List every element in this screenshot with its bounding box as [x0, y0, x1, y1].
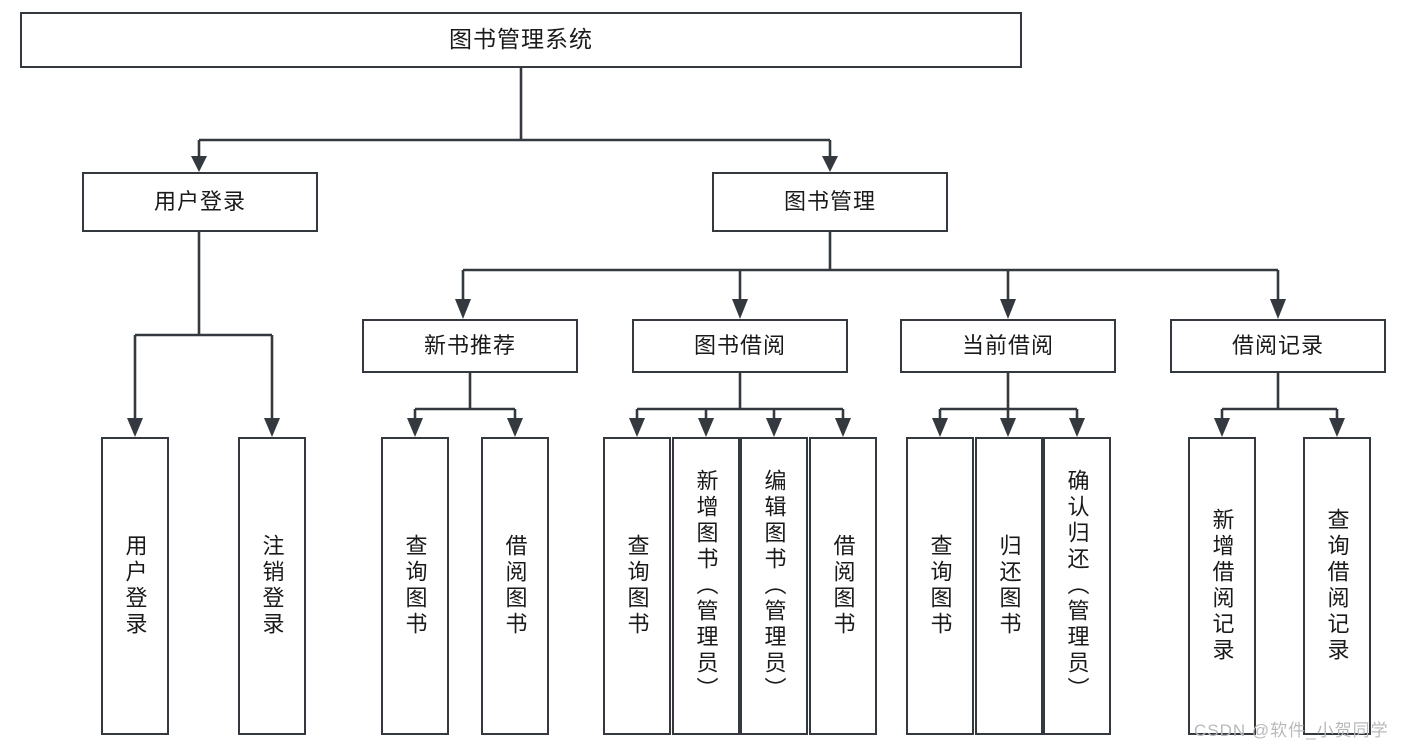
arrowhead-borrow-records-leaf-2: [1329, 418, 1345, 437]
leaf-label: 查询图书: [624, 534, 650, 638]
arrowhead-book-borrow-leaf-4: [835, 418, 851, 437]
leaf-current-borrow-query-book[interactable]: 查询图书: [906, 437, 974, 735]
arrowhead-current-borrow-leaf-3: [1069, 418, 1085, 437]
node-new-book-recommend[interactable]: 新书推荐: [362, 319, 578, 373]
node-root-book-management-system[interactable]: 图书管理系统: [20, 12, 1022, 68]
arrowhead-level3-3: [1000, 299, 1016, 319]
leaf-book-borrow-add-book-admin[interactable]: 新增图书（管理员）: [672, 437, 740, 735]
leaf-current-borrow-confirm-return-admin[interactable]: 确认归还（管理员）: [1043, 437, 1111, 735]
node-current-borrow[interactable]: 当前借阅: [900, 319, 1116, 373]
leaf-label: 查询借阅记录: [1324, 508, 1350, 664]
leaf-new-book-borrow-book[interactable]: 借阅图书: [481, 437, 549, 735]
leaf-label: 确认归还（管理员）: [1064, 469, 1090, 703]
arrowhead-book-borrow-leaf-3: [766, 418, 782, 437]
leaf-label: 借阅图书: [830, 534, 856, 638]
leaf-borrow-records-query-record[interactable]: 查询借阅记录: [1303, 437, 1371, 735]
leaf-label: 用户登录: [122, 534, 148, 638]
arrowhead-user-login: [191, 156, 207, 172]
arrowhead-level3-1: [455, 299, 471, 319]
leaf-borrow-records-add-record[interactable]: 新增借阅记录: [1188, 437, 1256, 735]
arrowhead-borrow-records-leaf-1: [1214, 418, 1230, 437]
leaf-label: 新增借阅记录: [1209, 508, 1235, 664]
leaf-user-login-login[interactable]: 用户登录: [101, 437, 169, 735]
arrowhead-level3-2: [732, 299, 748, 319]
leaf-label: 归还图书: [996, 534, 1022, 638]
arrowhead-user-login-leaf-1: [127, 418, 143, 437]
arrowhead-new-book-leaf-2: [507, 418, 523, 437]
leaf-book-borrow-borrow-book[interactable]: 借阅图书: [809, 437, 877, 735]
leaf-label: 借阅图书: [502, 534, 528, 638]
node-book-management[interactable]: 图书管理: [712, 172, 948, 232]
leaf-label: 注销登录: [259, 534, 285, 638]
leaf-current-borrow-return-book[interactable]: 归还图书: [975, 437, 1043, 735]
arrowhead-current-borrow-leaf-2: [1000, 418, 1016, 437]
node-borrow-records[interactable]: 借阅记录: [1170, 319, 1386, 373]
arrowhead-user-login-leaf-2: [264, 418, 280, 437]
leaf-label: 编辑图书（管理员）: [761, 469, 787, 703]
leaf-book-borrow-edit-book-admin[interactable]: 编辑图书（管理员）: [740, 437, 808, 735]
arrowhead-book-borrow-leaf-1: [629, 418, 645, 437]
leaf-user-login-logout[interactable]: 注销登录: [238, 437, 306, 735]
leaf-label: 查询图书: [402, 534, 428, 638]
arrowhead-book-mgmt: [822, 156, 838, 172]
arrowhead-book-borrow-leaf-2: [698, 418, 714, 437]
node-user-login[interactable]: 用户登录: [82, 172, 318, 232]
node-book-borrow[interactable]: 图书借阅: [632, 319, 848, 373]
leaf-label: 新增图书（管理员）: [693, 469, 719, 703]
arrowhead-level3-4: [1270, 299, 1286, 319]
leaf-new-book-query-book[interactable]: 查询图书: [381, 437, 449, 735]
leaf-book-borrow-query-book[interactable]: 查询图书: [603, 437, 671, 735]
arrowhead-new-book-leaf-1: [407, 418, 423, 437]
arrowhead-current-borrow-leaf-1: [932, 418, 948, 437]
leaf-label: 查询图书: [927, 534, 953, 638]
